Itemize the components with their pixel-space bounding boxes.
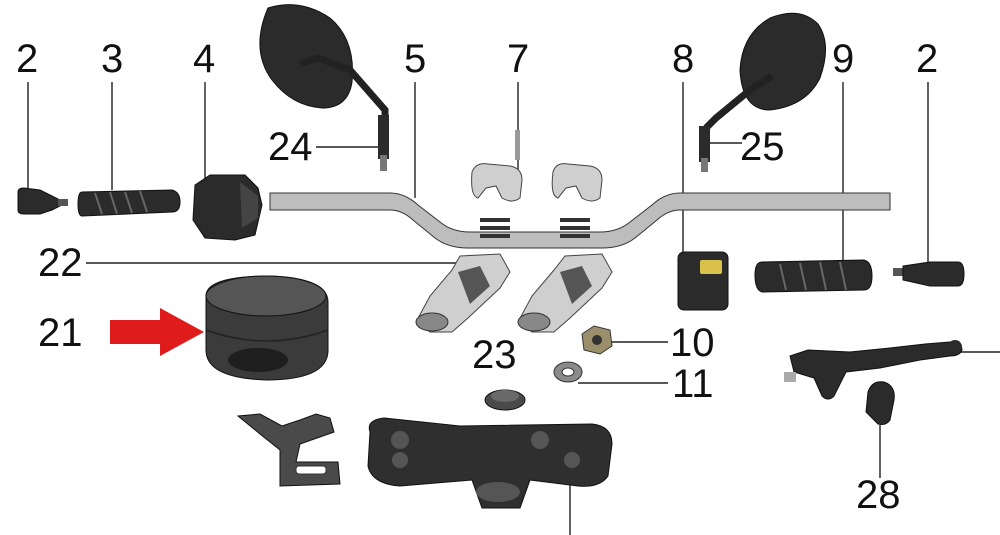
callout-2-right: 2 [916,37,938,81]
callout-5: 5 [404,37,426,81]
callout-10: 10 [670,321,715,365]
upper-clamp-left [471,130,523,202]
lever-assembly [784,340,963,400]
mounting-bracket [236,413,341,487]
red-arrow-icon [110,308,204,356]
callout-11: 11 [672,362,714,406]
grip-left [77,189,181,217]
callout-8: 8 [672,37,694,81]
cap [484,389,526,411]
riser-right [517,253,613,333]
callout-21: 21 [38,311,83,355]
callout-7: 7 [507,37,529,81]
clamp-half [865,381,895,425]
callout-2-left: 2 [16,37,38,81]
callout-3: 3 [101,37,123,81]
riser-left [415,253,511,333]
callout-25: 25 [740,125,785,169]
callout-24: 24 [268,125,313,169]
callout-23: 23 [472,333,517,377]
triple-clamp [367,417,613,509]
grip-right [754,259,873,293]
callout-22: 22 [38,241,83,285]
upper-clamp-right [551,163,603,202]
switch-housing-right [677,251,729,311]
washer [553,361,583,383]
callout-28: 28 [856,473,901,517]
riser-bushing [205,275,329,381]
bar-end-weight-right [893,261,965,287]
callout-9: 9 [832,37,854,81]
callout-4: 4 [193,37,215,81]
handlebar [269,192,891,249]
switch-housing-left [192,174,263,241]
bar-end-weight-left [17,187,68,215]
nut [581,325,613,355]
mirror-right [699,12,826,172]
mirror-left [259,4,389,171]
